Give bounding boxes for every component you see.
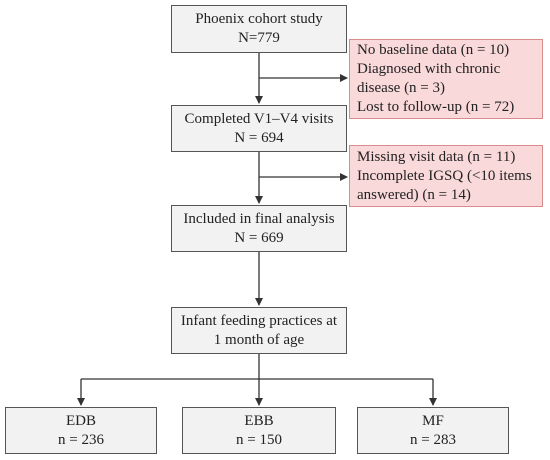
- exclusion-1-line-3: disease (n = 3): [357, 80, 446, 96]
- exclusion-2-line-3: answered) (n = 14): [357, 186, 471, 203]
- group-box-mf: MF n = 283: [357, 407, 509, 454]
- exclusion-1-line-4: Lost to follow-up (n = 72): [357, 99, 515, 115]
- included-title: Included in final analysis: [183, 210, 335, 227]
- feeding-practices-box: Infant feeding practices at 1 month of a…: [171, 307, 347, 354]
- exclusion-box-2: Missing visit data (n = 11) Incomplete I…: [349, 145, 543, 207]
- group-box-ebb: EBB n = 150: [182, 407, 336, 454]
- cohort-count: N=779: [238, 30, 280, 46]
- included-box: Included in final analysis N = 669: [171, 205, 347, 252]
- exclusion-box-1: No baseline data (n = 10) Diagnosed with…: [349, 39, 543, 119]
- exclusion-2-line-1: Missing visit data (n = 11): [357, 148, 516, 165]
- completed-title: Completed V1–V4 visits: [184, 110, 334, 127]
- group-name: MF: [422, 412, 444, 429]
- feeding-line-2: 1 month of age: [213, 331, 305, 348]
- exclusion-1-line-1: No baseline data (n = 10): [357, 42, 510, 58]
- group-count: n = 236: [58, 431, 104, 448]
- included-count: N = 669: [234, 229, 284, 246]
- group-name: EDB: [66, 412, 96, 429]
- group-count: n = 150: [236, 431, 282, 448]
- completed-count: N = 694: [234, 129, 284, 146]
- completed-box: Completed V1–V4 visits N = 694: [171, 105, 347, 152]
- feeding-line-1: Infant feeding practices at: [180, 312, 338, 329]
- cohort-box: Phoenix cohort study N=779: [171, 5, 347, 53]
- cohort-title: Phoenix cohort study: [195, 11, 323, 27]
- group-count: n = 283: [410, 431, 456, 448]
- group-name: EBB: [244, 412, 274, 429]
- exclusion-2-line-2: Incomplete IGSQ (<10 items: [357, 167, 532, 184]
- group-box-edb: EDB n = 236: [5, 407, 157, 454]
- exclusion-1-line-2: Diagnosed with chronic: [357, 61, 501, 77]
